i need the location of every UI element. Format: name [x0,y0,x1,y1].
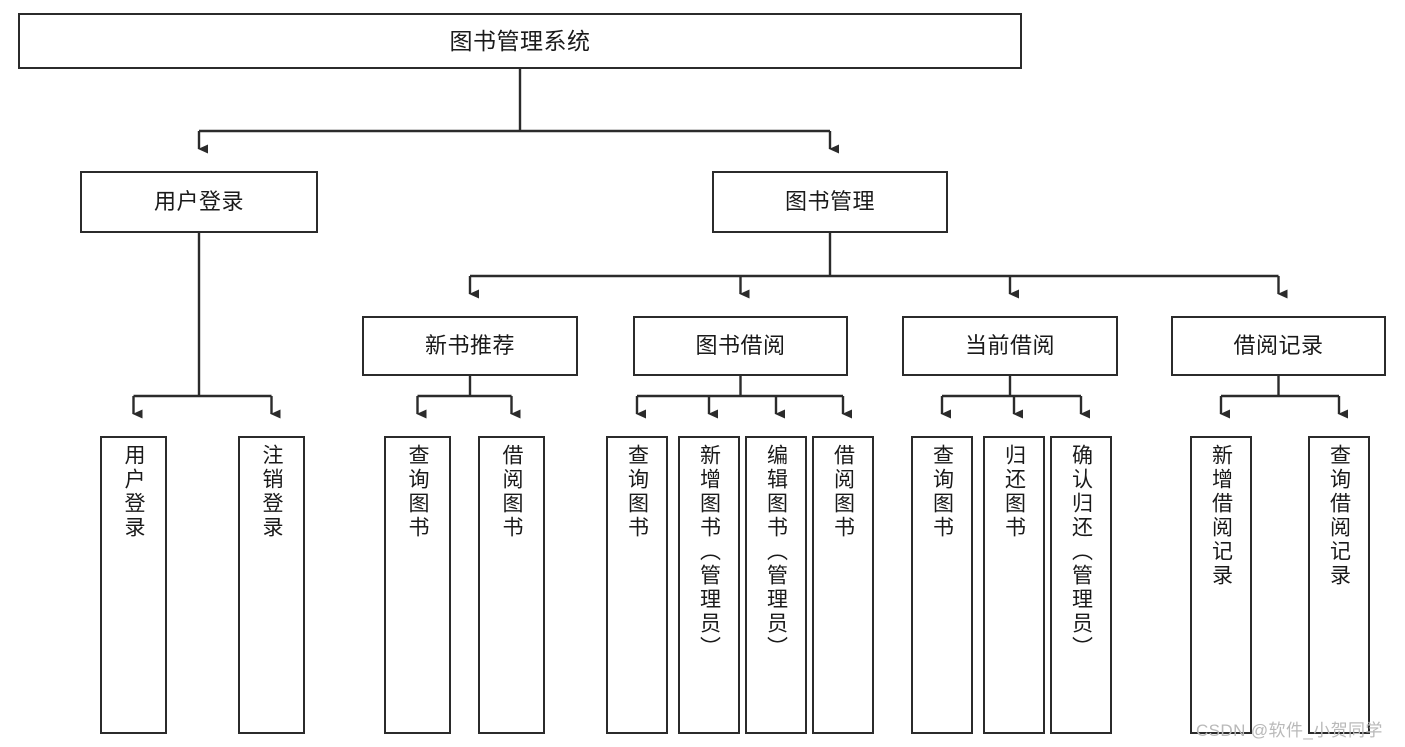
node-l3-queryrecord[interactable]: 查询借阅记录 [1308,436,1370,734]
node-label: 图书借阅 [695,333,786,359]
node-l3-logout[interactable]: 注销登录 [238,436,305,734]
node-label: 新增图书（管理员） [697,444,721,660]
node-label: 图书管理系统 [449,27,591,54]
node-l3-borrowbook1[interactable]: 借阅图书 [478,436,545,734]
node-l2-borrow[interactable]: 图书借阅 [633,316,848,376]
node-label: 借阅图书 [500,444,524,540]
node-label: 查询借阅记录 [1327,444,1351,588]
node-label: 注销登录 [260,444,284,540]
node-l3-returnbook[interactable]: 归还图书 [983,436,1045,734]
node-l3-querybook2[interactable]: 查询图书 [606,436,668,734]
node-l3-borrowbook2[interactable]: 借阅图书 [812,436,874,734]
node-l3-confirmret[interactable]: 确认归还（管理员） [1050,436,1112,734]
node-l2-current[interactable]: 当前借阅 [902,316,1118,376]
node-label: 图书管理 [784,189,875,215]
node-label: 查询图书 [930,444,954,540]
node-label: 确认归还（管理员） [1069,444,1093,660]
node-label: 借阅记录 [1233,333,1324,359]
node-l3-addrecord[interactable]: 新增借阅记录 [1190,436,1252,734]
node-label: 用户登录 [153,189,244,215]
node-l2-records[interactable]: 借阅记录 [1171,316,1386,376]
node-label: 查询图书 [625,444,649,540]
node-l3-querybook1[interactable]: 查询图书 [384,436,451,734]
watermark-text: CSDN @软件_小贺同学 [1196,721,1383,740]
node-label: 新书推荐 [424,333,515,359]
node-l3-editbook[interactable]: 编辑图书（管理员） [745,436,807,734]
node-l2-newbook[interactable]: 新书推荐 [362,316,578,376]
node-label: 归还图书 [1002,444,1026,540]
node-label: 当前借阅 [964,333,1055,359]
node-label: 新增借阅记录 [1209,444,1233,588]
node-label: 查询图书 [406,444,430,540]
node-l1-bookmgmt[interactable]: 图书管理 [712,171,948,233]
node-label: 借阅图书 [831,444,855,540]
node-l1-login[interactable]: 用户登录 [80,171,318,233]
node-label: 编辑图书（管理员） [764,444,788,660]
node-root[interactable]: 图书管理系统 [18,13,1022,69]
node-label: 用户登录 [122,444,146,540]
node-l3-querybook3[interactable]: 查询图书 [911,436,973,734]
node-l3-userlogin[interactable]: 用户登录 [100,436,167,734]
node-l3-addbook[interactable]: 新增图书（管理员） [678,436,740,734]
